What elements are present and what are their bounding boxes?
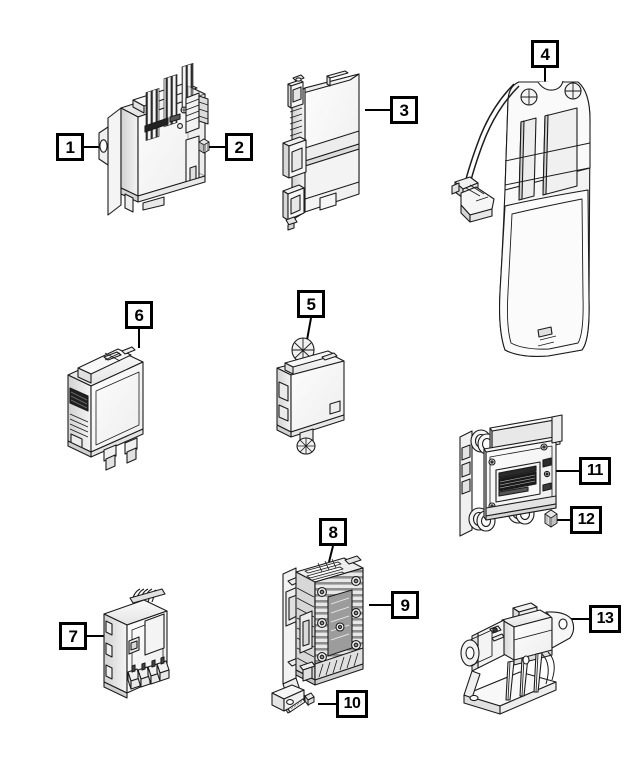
callout-number: 2 [234, 137, 244, 157]
callout-number: 8 [328, 522, 338, 542]
part-2-artwork [198, 138, 210, 154]
callout-12[interactable]: 12 [570, 506, 602, 534]
part-9-artwork [295, 555, 364, 686]
callout-number: 9 [400, 595, 410, 615]
part-1-artwork [98, 62, 209, 216]
part-13-artwork [460, 602, 575, 715]
callout-11[interactable]: 11 [579, 457, 611, 485]
callout-3[interactable]: 3 [390, 96, 418, 124]
callout-number: 7 [68, 626, 78, 646]
part-5-artwork [276, 337, 345, 455]
part-10-artwork [285, 692, 315, 714]
callout-number: 5 [306, 294, 316, 314]
callout-2[interactable]: 2 [225, 133, 253, 161]
callout-number: 10 [343, 695, 361, 712]
callout-4[interactable]: 4 [531, 40, 559, 68]
callout-6[interactable]: 6 [125, 301, 153, 329]
callout-number: 13 [596, 610, 614, 627]
callout-8[interactable]: 8 [319, 518, 347, 546]
callout-9[interactable]: 9 [391, 591, 419, 619]
callout-number: 3 [399, 100, 409, 120]
callout-number: 6 [134, 305, 144, 325]
part-4-artwork [451, 80, 591, 357]
callout-number: 1 [65, 137, 75, 157]
callout-5[interactable]: 5 [297, 290, 325, 318]
callout-13[interactable]: 13 [589, 605, 621, 633]
callout-10[interactable]: 10 [336, 690, 368, 718]
callout-7[interactable]: 7 [59, 622, 87, 650]
leader-line-8 [328, 545, 334, 563]
part-11-artwork [459, 414, 563, 537]
part-3-artwork [282, 70, 360, 231]
leader-line-5 [306, 317, 312, 341]
part-12-artwork [544, 509, 558, 528]
callout-number: 12 [577, 511, 595, 528]
callout-number: 4 [540, 44, 550, 64]
part-7-artwork [103, 588, 170, 699]
part-6-artwork [67, 346, 144, 471]
callout-number: 11 [587, 462, 603, 479]
callout-1[interactable]: 1 [56, 133, 84, 161]
